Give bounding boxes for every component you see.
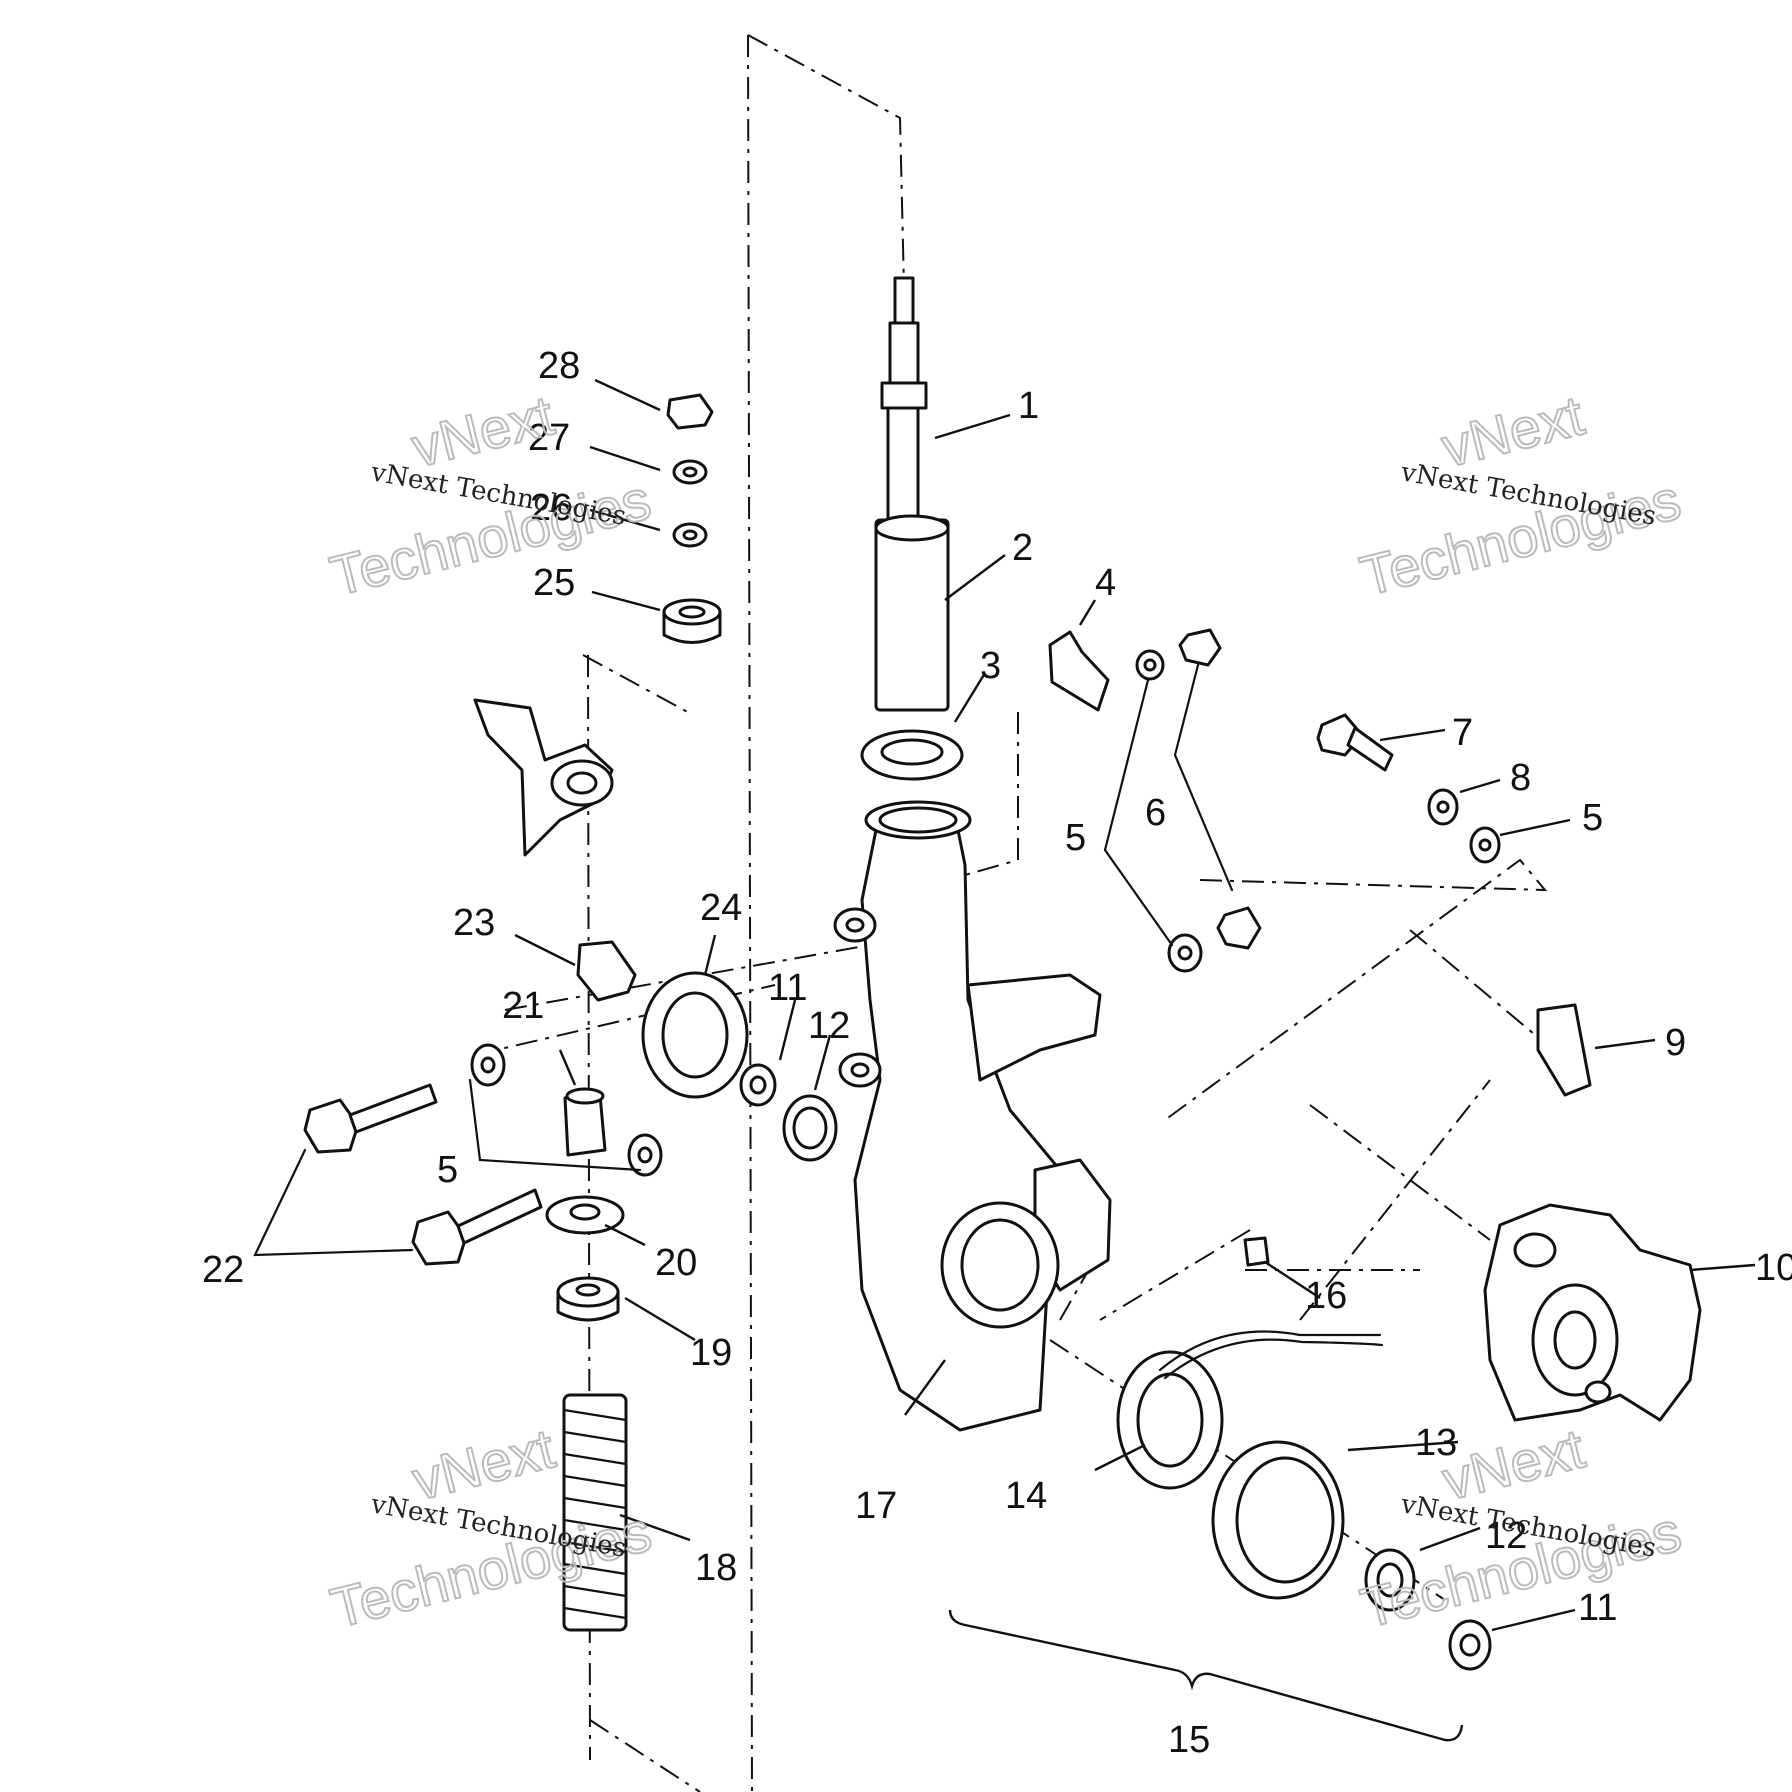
- bracket-clip: [1048, 630, 1110, 712]
- washer-nut-set-upper: [1103, 628, 1262, 973]
- leader-lines: [514, 378, 1756, 1632]
- callout-9: 9: [1665, 1022, 1686, 1064]
- stem-shaft: [880, 276, 928, 540]
- callout-20: 20: [655, 1242, 697, 1284]
- callout-22: 22: [202, 1249, 244, 1291]
- roller-left: [739, 1063, 777, 1107]
- roller-right: [1448, 1619, 1492, 1671]
- callout-labels: 1 2 3 4 5 6 7 8 5 9 10 11 12 13 14 15 16…: [202, 345, 1792, 1761]
- callout-14: 14: [1005, 1475, 1047, 1517]
- callout-26: 26: [530, 487, 572, 529]
- callout-2: 2: [1012, 527, 1033, 569]
- watermark-brand-top-1: vNext: [406, 383, 561, 479]
- callout-24: 24: [700, 887, 742, 929]
- callout-12a: 12: [808, 1005, 850, 1047]
- ring-right: [1364, 1548, 1416, 1612]
- callout-21: 21: [502, 985, 544, 1027]
- wedge-block: [1536, 1003, 1592, 1097]
- watermark-brand-top-4: vNext: [1436, 1416, 1591, 1512]
- callout-11a: 11: [768, 967, 807, 1009]
- callout-7: 7: [1452, 712, 1473, 754]
- callout-3: 3: [980, 645, 1001, 687]
- grease-fitting: [576, 940, 637, 1002]
- callout-15: 15: [1168, 1719, 1210, 1761]
- callout-8: 8: [1510, 757, 1531, 799]
- callout-18: 18: [695, 1547, 737, 1589]
- callout-19: 19: [690, 1332, 732, 1374]
- sensor-wire: [1158, 1236, 1384, 1380]
- callout-17: 17: [855, 1485, 897, 1527]
- callout-1: 1: [1018, 385, 1039, 427]
- coil-spring: [562, 1393, 628, 1632]
- callout-16: 16: [1305, 1275, 1347, 1317]
- callout-5b: 5: [1582, 797, 1603, 839]
- spindle-housing: [833, 800, 1112, 1432]
- bushing-nut-stack: [662, 393, 722, 644]
- callout-12b: 12: [1485, 1515, 1527, 1557]
- ring-left: [782, 1094, 838, 1162]
- callout-13: 13: [1415, 1422, 1457, 1464]
- bolt-washer-set-right: [1316, 713, 1501, 864]
- callout-6: 6: [1145, 792, 1166, 834]
- lower-left-fasteners: [253, 1043, 663, 1322]
- callout-23: 23: [453, 902, 495, 944]
- seal-14: [1116, 1350, 1224, 1490]
- bearing-race-13: [1211, 1440, 1345, 1600]
- callout-4: 4: [1095, 562, 1116, 604]
- callout-10: 10: [1755, 1247, 1792, 1289]
- large-bearing: [641, 971, 749, 1099]
- callout-25: 25: [533, 562, 575, 604]
- callout-11b: 11: [1578, 1587, 1617, 1629]
- upper-mount-bracket: [473, 698, 614, 857]
- spacer-tube: [874, 514, 950, 712]
- callout-5c: 5: [437, 1149, 458, 1191]
- group-bracket-15: [948, 1609, 1464, 1742]
- watermark-brand-top-3: vNext: [406, 1416, 561, 1512]
- watermark-brand-top-2: vNext: [1436, 383, 1591, 479]
- callout-28: 28: [538, 345, 580, 387]
- callout-27: 27: [528, 417, 570, 459]
- callout-5a: 5: [1065, 817, 1086, 859]
- brake-caliper: [1483, 1203, 1702, 1422]
- seal-ring: [860, 729, 964, 781]
